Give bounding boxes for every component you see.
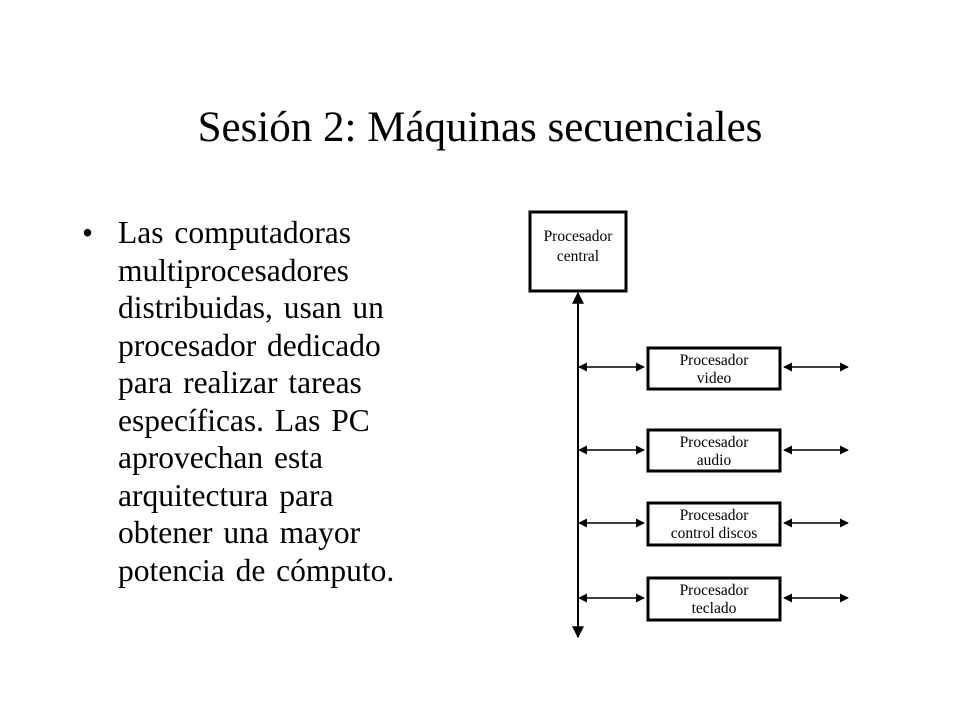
disk-control-processor-label: control discos [671,525,758,542]
audio-processor-box [646,428,782,473]
video-processor-label: Procesador [680,352,750,369]
bullet-line: Las computadoras [118,215,352,250]
bullet-line: para realizar tareas [118,365,362,400]
keyboard-processor-label: Procesador [680,582,750,599]
bullet-line: multiprocesadores [118,252,349,288]
keyboard-processor-box [646,576,782,622]
video-processor-box [646,346,782,391]
bullet-list: • Las computadoras multiprocesadores dis… [80,214,480,589]
audio-processor-label: Procesador [680,434,750,451]
bullet-line: distribuidas, usan un [118,290,384,325]
keyboard-processor-label: teclado [692,600,737,617]
bullet-line: específicas. Las PC [118,402,370,438]
bullet-line: obtener una mayor [118,515,361,550]
disk-control-processor-label: Procesador [680,507,750,524]
bullet-line: aprovechan esta [118,440,324,475]
audio-processor-label: audio [697,452,732,469]
central-processor-label: Procesador [544,228,614,245]
slide-title: Sesión 2: Máquinas secuenciales [197,104,763,151]
bullet-line: potencia de cómputo. [118,552,395,588]
video-processor-label: video [697,370,732,387]
disk-control-processor-box [646,501,782,547]
central-processor-label: central [557,248,599,265]
bullet-line: procesador dedicado [118,327,381,363]
bullet-line: arquitectura para [118,477,334,513]
central-processor-box [528,210,628,293]
bullet-dot-icon: • [82,215,94,250]
processor-diagram: Procesador central Procesador video Proc… [528,210,849,639]
bullet-item: • Las computadoras multiprocesadores dis… [80,214,480,589]
